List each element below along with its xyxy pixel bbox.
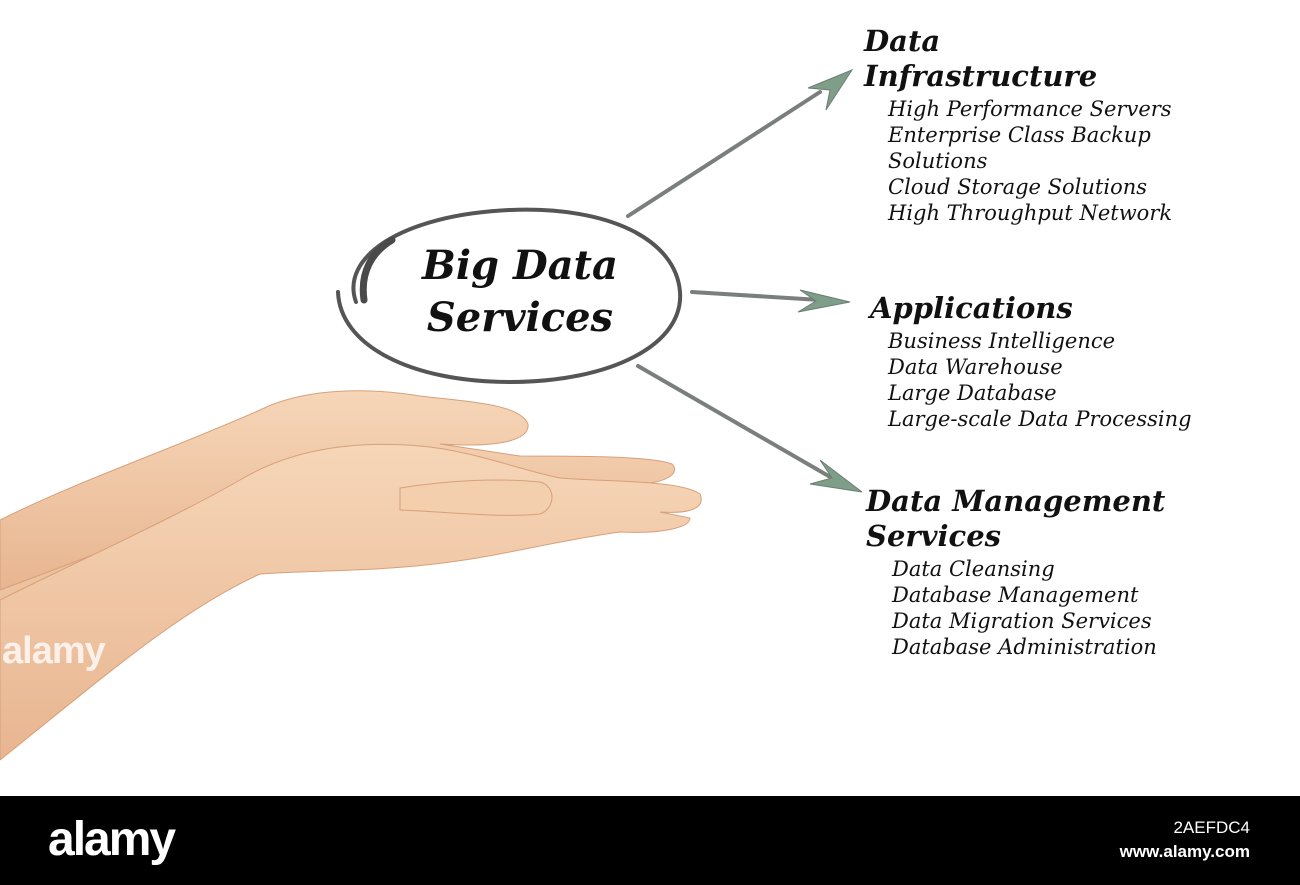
central-node-label: Big Data Services xyxy=(360,240,680,344)
central-ellipse xyxy=(336,207,683,385)
branch-data-infrastructure: Data Infrastructure High Performance Ser… xyxy=(864,24,1173,226)
central-label-line2: Services xyxy=(426,294,614,341)
branch-item: Data Warehouse xyxy=(888,355,1063,379)
branch-item: Large-scale Data Processing xyxy=(888,407,1192,431)
branch-item: Business Intelligence xyxy=(888,329,1116,353)
branch-item: Data Migration Services xyxy=(892,609,1152,633)
branch-item-list: Data Cleansing Database Management Data … xyxy=(892,556,1286,660)
branch-applications: Applications Business Intelligence Data … xyxy=(870,291,1290,432)
stock-footer-bar: alamy 2AEFDC4 www.alamy.com xyxy=(0,796,1300,885)
branch-title: Applications xyxy=(870,291,1073,325)
central-label-line1: Big Data xyxy=(422,242,618,289)
branch-data-management-services: Data Management Services Data Cleansing … xyxy=(866,484,1286,660)
branch-item: High Throughput Network xyxy=(888,201,1173,225)
thumb xyxy=(399,479,553,516)
branch-item-list: High Performance Servers Enterprise Clas… xyxy=(888,96,1173,226)
branch-item: Database Management xyxy=(892,583,1139,607)
arrow-to-applications xyxy=(690,289,851,313)
arrow-to-data-management xyxy=(636,364,863,493)
branch-item: High Performance Servers xyxy=(888,97,1172,121)
branch-title: Data Management Services xyxy=(866,484,1286,554)
alamy-logo: alamy xyxy=(48,813,176,866)
branch-item: Large Database xyxy=(888,381,1057,405)
diagram-art xyxy=(0,68,863,761)
branch-title-line2: Services xyxy=(866,519,1001,553)
diagram-stage: Big Data Services Data Infrastructure Hi… xyxy=(0,24,1290,761)
site-url: www.alamy.com xyxy=(1119,842,1250,861)
image-id: 2AEFDC4 xyxy=(1173,818,1250,837)
side-watermark: alamy xyxy=(2,630,106,672)
branch-item-list: Business Intelligence Data Warehouse Lar… xyxy=(888,328,1290,432)
branch-item: Data Cleansing xyxy=(892,557,1055,581)
hands-illustration xyxy=(0,390,702,761)
arrow-to-infrastructure xyxy=(626,68,854,218)
branch-title-line2: Infrastructure xyxy=(864,59,1098,93)
branch-item: Solutions xyxy=(888,149,988,173)
lower-hand xyxy=(0,443,702,761)
branch-item: Enterprise Class Backup xyxy=(888,123,1151,147)
branch-title-line1: Data xyxy=(864,24,941,58)
branch-item: Database Administration xyxy=(892,635,1157,659)
branch-title: Data Infrastructure xyxy=(864,24,1164,94)
branch-item: Cloud Storage Solutions xyxy=(888,175,1148,199)
branch-title-line1: Data Management xyxy=(866,484,1166,518)
